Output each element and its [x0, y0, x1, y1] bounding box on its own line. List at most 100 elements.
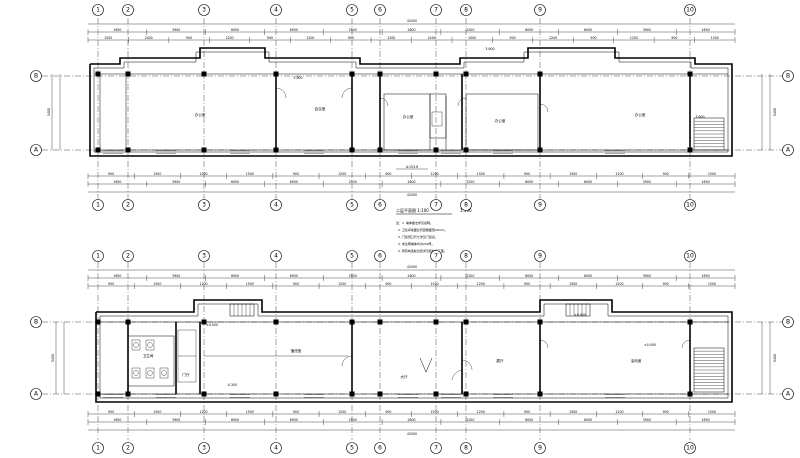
- grid-bubble-label: 4: [274, 445, 278, 452]
- grid-bubble-label: 6: [378, 445, 382, 452]
- plan-1-detail-dim: 2400: [428, 36, 436, 40]
- plan-1-detail-dim: 1500: [246, 172, 254, 176]
- plan-2-room-label: 活动室: [631, 358, 642, 363]
- plan-2-grid-dim: 1650: [113, 418, 121, 422]
- grid-bubble-label: 7: [434, 202, 438, 209]
- plan-2-stair-left: [229, 303, 255, 317]
- plan-2-detail-dim: 1200: [615, 410, 623, 414]
- plan-1-detail-dim: 1200: [387, 36, 395, 40]
- grid-bubble-label: A: [34, 391, 39, 398]
- plan-1-detail-dim: 1200: [630, 36, 638, 40]
- plan-1-grid-dim: 1650: [113, 28, 121, 32]
- plan-1-detail-dim: 900: [524, 172, 530, 176]
- plan-2-detail-dim: 900: [293, 282, 299, 286]
- grid-bubble-label: 1: [96, 7, 100, 14]
- grid-bubble-label: 6: [378, 253, 382, 260]
- grid-bubble-label: 8: [464, 253, 468, 260]
- plan-2-detail-dim: 1200: [199, 410, 207, 414]
- plan-1-title: 二层平面图 1:100: [396, 207, 429, 213]
- grid-bubble-label: 2: [126, 445, 130, 452]
- plan-2-grid-dim: 3900: [643, 418, 651, 422]
- plan-1-note: 注：1. 墙体做法详见说明。: [396, 220, 433, 225]
- plan-1-grid-dim: 1650: [702, 180, 710, 184]
- plan-1-grid-dim: 3900: [643, 28, 651, 32]
- grid-bubble-label: 2: [126, 253, 130, 260]
- plan-1-detail-dim: 1500: [569, 172, 577, 176]
- plan-1-detail-dim: 1200: [306, 36, 314, 40]
- plan-1-note: 5. 所有构造柱位置详见结构施工图。: [398, 248, 447, 253]
- plan-1-elevation: 3.600: [293, 76, 302, 80]
- plan-2-detail-dim: 1500: [708, 410, 716, 414]
- plan-2-overall-dim-top: 42000: [407, 265, 417, 269]
- grid-bubble-label: B: [786, 73, 790, 80]
- plan-1-grid-dim: 2800: [407, 28, 415, 32]
- plan-2-stair-right: [693, 347, 725, 393]
- plan-1-note: 3. 门窗洞口尺寸详见门窗表。: [398, 234, 438, 239]
- plan-2-grid-dim: 2200: [466, 274, 474, 278]
- plan-2-grid-dim: 3900: [172, 274, 180, 278]
- plan-1-detail-dim: 900: [385, 172, 391, 176]
- grid-bubble-label: 10: [686, 445, 694, 452]
- plan-2-grid-dim: 2800: [407, 418, 415, 422]
- plan-2-detail-dim: 1500: [153, 410, 161, 414]
- plan-1-grid-dim: 6000: [290, 180, 298, 184]
- plan-1-detail-dim: 900: [186, 36, 192, 40]
- plan-1-area-label: A:153.6: [406, 165, 418, 169]
- plan-1-detail-dim: 1200: [615, 172, 623, 176]
- plan-1-detail-dim: 1200: [199, 172, 207, 176]
- plan-1-stair: [693, 117, 725, 151]
- grid-bubble-label: A: [786, 391, 791, 398]
- grid-bubble-label: 9: [538, 202, 542, 209]
- plan-2-grid-dim: 3900: [172, 418, 180, 422]
- grid-bubble-label: 9: [538, 445, 542, 452]
- grid-bubble-label: 7: [434, 445, 438, 452]
- grid-bubble-label: 7: [434, 7, 438, 14]
- plan-1-overall-dim-top: 42000: [407, 19, 417, 23]
- plan-1-grid-dim: 6000: [584, 180, 592, 184]
- plan-2-side-dim-left: 5400: [51, 354, 55, 362]
- grid-bubble-label: B: [786, 319, 790, 326]
- grid-bubble-label: 10: [686, 202, 694, 209]
- grid-axes: [42, 18, 782, 440]
- grid-bubble-label: 2: [126, 202, 130, 209]
- plan-2-detail-dim: 1500: [246, 282, 254, 286]
- plan-1-detail-dim: 2400: [145, 36, 153, 40]
- plan-1-detail-dim: 900: [663, 172, 669, 176]
- grid-bubble-label: 5: [350, 202, 354, 209]
- plan-2-stair-mid: [565, 303, 591, 317]
- grid-bubble-label: 9: [538, 253, 542, 260]
- plan-2-detail-dim: 1500: [246, 410, 254, 414]
- plan-1-detail-dim: 900: [108, 172, 114, 176]
- plan-2-grid-dim: 1650: [702, 274, 710, 278]
- plan-2-grid-dim: 6000: [290, 274, 298, 278]
- plan-2-detail-dim: 1500: [431, 410, 439, 414]
- plan-2-detail-dim: 1500: [153, 282, 161, 286]
- grid-bubble-label: 8: [464, 202, 468, 209]
- plan-2-detail-dim: 900: [524, 410, 530, 414]
- plan-2-grid-dim: 6000: [525, 418, 533, 422]
- plan-2-grid-dim: 2200: [466, 418, 474, 422]
- plan-1-grid-dim: 3900: [643, 180, 651, 184]
- plan-1-detail-dim: 1500: [477, 172, 485, 176]
- plan-2-grid-dim: 2500: [349, 418, 357, 422]
- plan-2-detail-dim: 900: [524, 282, 530, 286]
- plan-2-detail-dim: 900: [385, 282, 391, 286]
- plan-2-detail-dim: 900: [108, 410, 114, 414]
- plan-1-detail-dim: 1500: [468, 36, 476, 40]
- grid-bubble-label: 4: [274, 253, 278, 260]
- plan-1-elevation: 3.600: [695, 115, 704, 119]
- grid-bubble-label: 8: [464, 445, 468, 452]
- plan-2-room-label: 大厅: [400, 374, 408, 379]
- plan-1-detail-dim: 900: [590, 36, 596, 40]
- plan-2-grid-dim: 6000: [584, 418, 592, 422]
- plan-1-room-label: 办公室: [195, 112, 206, 117]
- grid-bubble-label: 6: [378, 7, 382, 14]
- plan-2-detail-dim: 900: [293, 410, 299, 414]
- plan-2-overall-dim-bottom: 42000: [407, 432, 417, 436]
- plan-1-grid-dim: 2800: [407, 180, 415, 184]
- plan-2-grid-dim: 1650: [702, 418, 710, 422]
- grid-bubble-label: 5: [350, 253, 354, 260]
